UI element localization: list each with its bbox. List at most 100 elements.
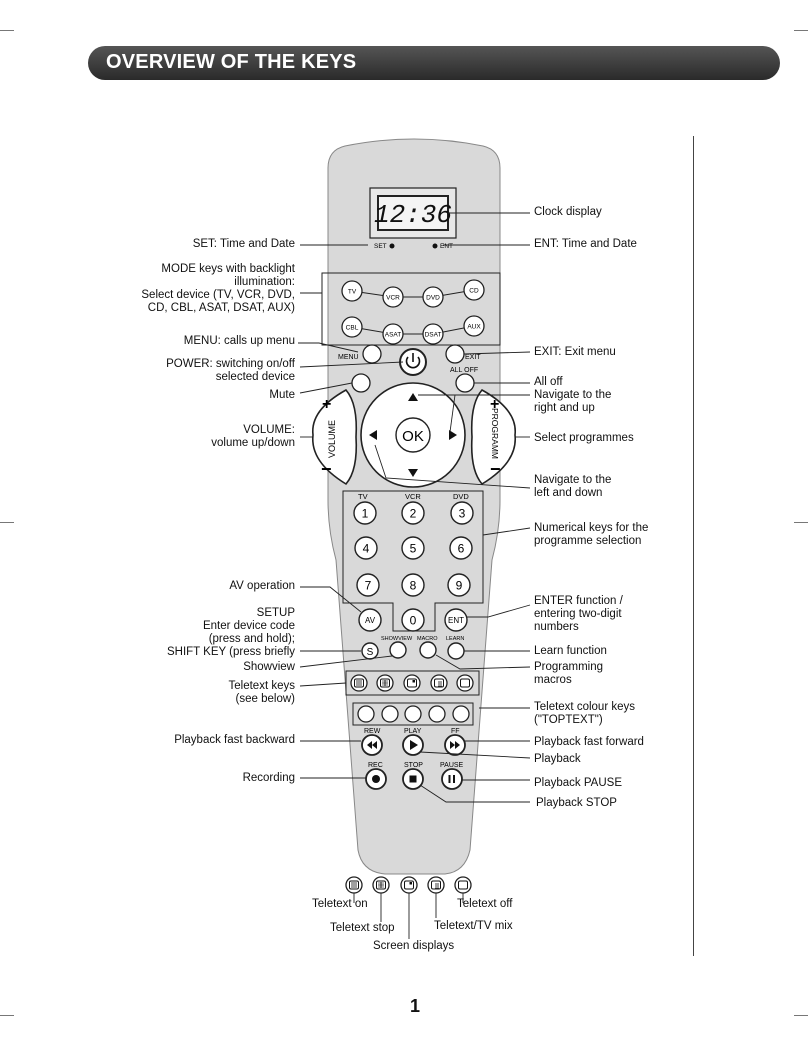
label-numerical-line: Numerical keys for the: [534, 522, 649, 534]
digit-key-0[interactable]: [401, 608, 425, 632]
digit-key-7[interactable]: [356, 573, 380, 597]
nav-right-arrow[interactable]: [449, 430, 457, 440]
mode-key-label: DSAT: [425, 332, 442, 339]
av-key-label: AV: [365, 616, 376, 625]
teletext-key-mix[interactable]: [430, 674, 448, 692]
teletext-key-screen[interactable]: [403, 674, 421, 692]
programm-key-label: PROGRAMM: [490, 408, 500, 459]
pause-key-label: PAUSE: [440, 762, 464, 769]
legend-teletext-off[interactable]: [454, 876, 472, 894]
set-led: [389, 243, 395, 249]
digit-key-3[interactable]: [450, 501, 474, 525]
learn-button[interactable]: [447, 642, 465, 660]
digit-key-2[interactable]: [401, 501, 425, 525]
label-nav-line: left and down: [534, 487, 603, 499]
digit-key-label: 6: [458, 542, 465, 556]
record-icon: [372, 775, 380, 783]
page-number: 1: [410, 996, 421, 1016]
teletext-key-off-icon: [460, 678, 470, 688]
ok-button[interactable]: [395, 417, 431, 453]
colour-key-1[interactable]: [357, 705, 375, 723]
label-power-line: selected device: [215, 371, 295, 383]
colour-key-3[interactable]: [404, 705, 422, 723]
mute-button[interactable]: [351, 373, 371, 393]
all-off-button[interactable]: [455, 373, 475, 393]
mode-key-tv[interactable]: [341, 280, 363, 302]
av-button[interactable]: [358, 608, 382, 632]
s-key-label: S: [367, 647, 374, 658]
ent-key-label: ENT: [448, 616, 464, 625]
digit-key-9[interactable]: [447, 573, 471, 597]
legend-teletext-screen[interactable]: [400, 876, 418, 894]
nav-down-arrow[interactable]: [408, 469, 418, 477]
mode-key-label: CBL: [346, 325, 359, 332]
mode-key-label: ASAT: [385, 332, 402, 339]
power-icon: [405, 356, 421, 369]
mode-key-dsat[interactable]: [422, 323, 444, 345]
nav-left-arrow[interactable]: [369, 430, 377, 440]
mode-key-asat[interactable]: [382, 323, 404, 345]
crop-mark: [0, 1015, 14, 1016]
legend-teletext-off: Teletext off: [457, 898, 513, 910]
label-nav-left-down: Navigate to the left and down: [534, 474, 611, 500]
pause-button[interactable]: [441, 768, 463, 790]
mode-key-aux[interactable]: [463, 315, 485, 337]
crop-mark: [794, 30, 808, 31]
digit-key-label: 0: [410, 614, 417, 628]
stop-key-label: STOP: [404, 762, 423, 769]
nav-up-arrow[interactable]: [408, 393, 418, 401]
legend-teletext-stop-icon: [376, 880, 386, 890]
digit-key-5[interactable]: [401, 536, 425, 560]
label-teletext-line: (see below): [235, 693, 295, 705]
digit-key-label: 1: [362, 507, 369, 521]
digit-key-label: 3: [459, 507, 466, 521]
mode-key-cbl[interactable]: [341, 316, 363, 338]
crop-mark: [0, 30, 14, 31]
digit-key-6[interactable]: [449, 536, 473, 560]
label-setup: SETUP Enter device code (press and hold)…: [167, 607, 295, 659]
volume-rocker[interactable]: [312, 388, 358, 486]
mode-key-dvd[interactable]: [422, 286, 444, 308]
colour-key-2[interactable]: [381, 705, 399, 723]
digit-key-8[interactable]: [401, 573, 425, 597]
digit-key-4[interactable]: [354, 536, 378, 560]
label-volume-line: VOLUME:: [243, 424, 295, 436]
label-mode-line: Select device (TV, VCR, DVD,: [141, 289, 295, 301]
digit-key-label: 2: [410, 507, 417, 521]
mode-key-vcr[interactable]: [382, 286, 404, 308]
label-clock: Clock display: [534, 206, 602, 218]
exit-button[interactable]: [445, 344, 465, 364]
crop-mark: [794, 1015, 808, 1016]
teletext-key-off[interactable]: [456, 674, 474, 692]
label-mode-line: MODE keys with backlight: [161, 263, 295, 275]
label-stop: Playback STOP: [536, 797, 617, 809]
colour-keys-frame: [352, 702, 474, 726]
label-numerical-line: programme selection: [534, 535, 642, 547]
digit-key-label: 8: [410, 579, 417, 593]
legend-teletext-mix: Teletext/TV mix: [434, 920, 513, 932]
label-menu: MENU: calls up menu: [183, 335, 295, 347]
label-programmes: Select programmes: [534, 432, 634, 444]
legend-teletext-on: Teletext on: [312, 898, 368, 910]
label-all-off: All off: [534, 376, 563, 388]
digit-key-1[interactable]: [353, 501, 377, 525]
label-power: POWER: switching on/off selected device: [166, 358, 295, 384]
stop-icon: [409, 775, 417, 783]
mode-key-cd[interactable]: [463, 279, 485, 301]
macro-button[interactable]: [419, 641, 437, 659]
label-teletext: Teletext keys (see below): [229, 680, 295, 706]
label-mode-line: CD, CBL, ASAT, DSAT, AUX): [147, 302, 295, 314]
showview-button[interactable]: [389, 641, 407, 659]
legend-teletext-mix[interactable]: [427, 876, 445, 894]
label-mute: Mute: [269, 389, 295, 401]
menu-button[interactable]: [362, 344, 382, 364]
rec-key-label: REC: [368, 762, 383, 769]
colour-key-4[interactable]: [428, 705, 446, 723]
mode-key-label: AUX: [467, 324, 481, 331]
ent-button[interactable]: [444, 608, 468, 632]
label-colour-line: ("TOPTEXT"): [534, 714, 603, 726]
legend-teletext-stop: Teletext stop: [330, 922, 395, 934]
colour-key-5[interactable]: [452, 705, 470, 723]
programm-rocker[interactable]: [470, 388, 516, 486]
